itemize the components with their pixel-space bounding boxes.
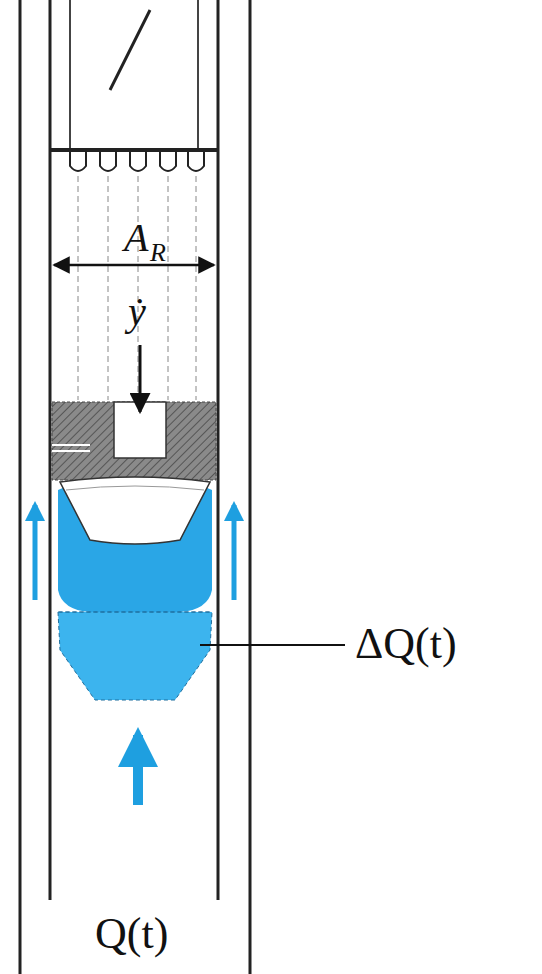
velocity-symbol: ẏ	[128, 292, 146, 332]
fluid-lower	[58, 612, 212, 700]
flow-arrow	[232, 505, 237, 600]
inlet-arrow	[133, 735, 143, 805]
valve-cone	[60, 477, 210, 544]
spring-symbol	[110, 10, 150, 90]
cylinder-wall	[49, 0, 52, 900]
piston	[52, 402, 216, 480]
cylinder-wall	[217, 0, 220, 900]
flow-arrow	[33, 505, 38, 600]
dimension-arrow	[54, 264, 214, 267]
plate-bumps	[70, 152, 204, 400]
leader-line	[200, 644, 345, 646]
tube-wall	[249, 0, 252, 974]
area-symbol: A	[124, 218, 148, 258]
area-subscript: R	[150, 240, 166, 266]
velocity-arrow	[139, 345, 142, 412]
flow-change-label: ΔQ(t)	[355, 622, 457, 666]
flow-label: Q(t)	[95, 912, 168, 956]
tube-wall	[19, 0, 22, 974]
